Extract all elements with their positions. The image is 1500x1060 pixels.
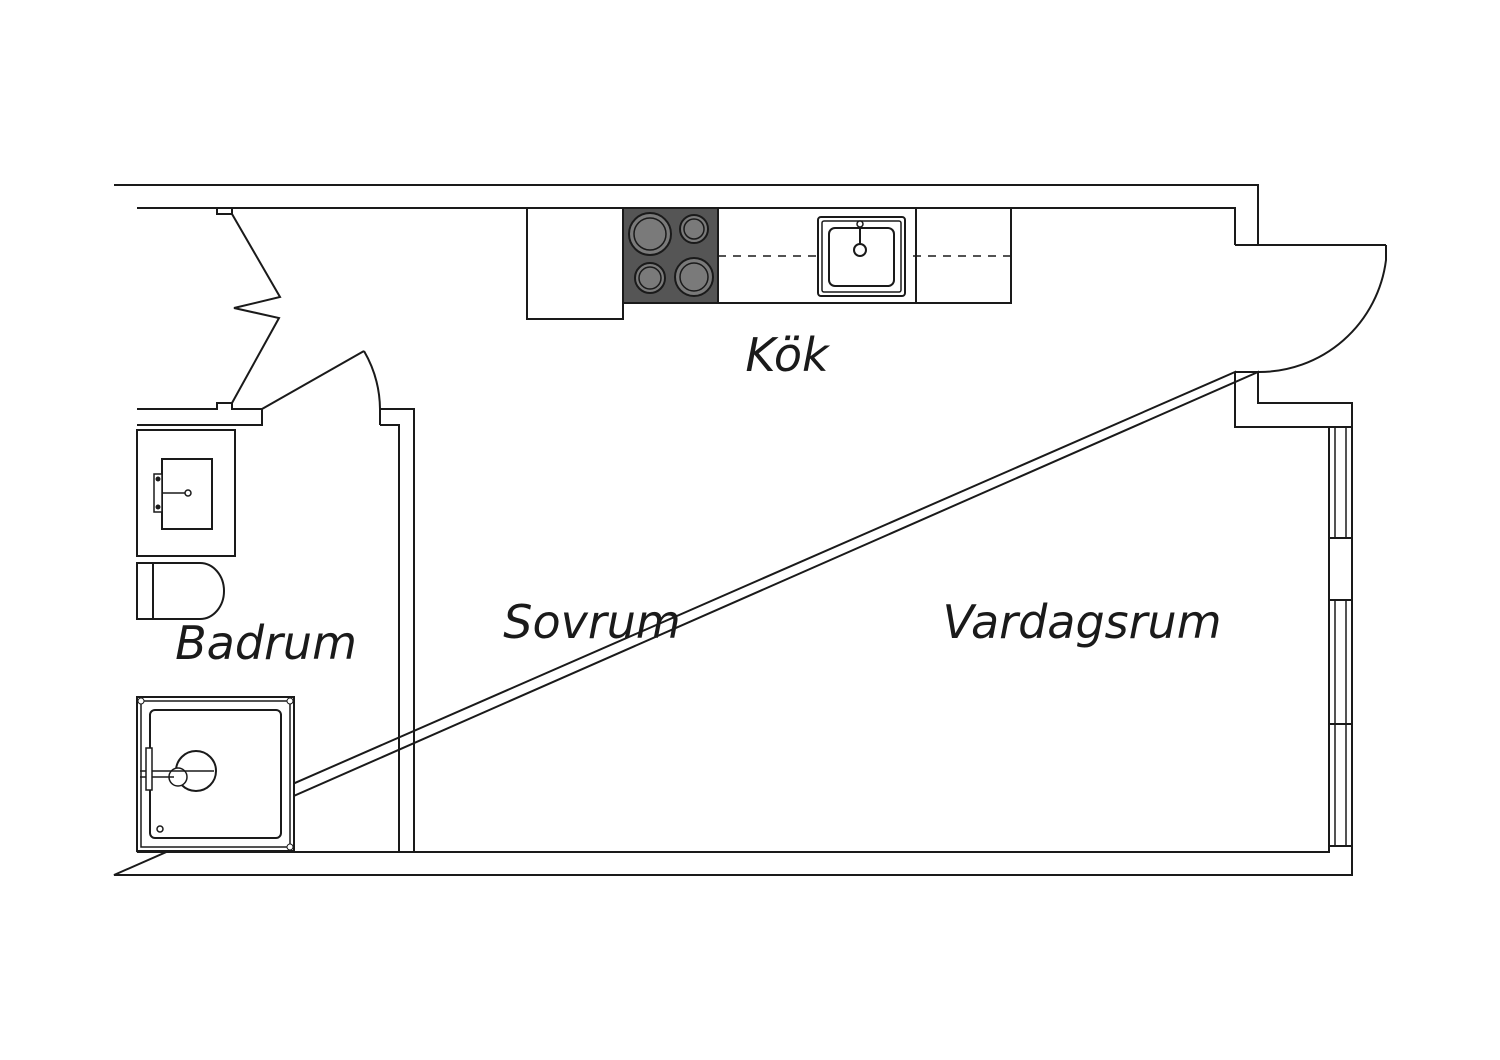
exterior-walls xyxy=(113,184,1353,876)
entrance-door xyxy=(1235,244,1387,374)
room-label-bathroom: Badrum xyxy=(175,616,357,670)
inner-wall-outline xyxy=(136,207,1330,853)
room-label-kitchen: Kök xyxy=(745,328,831,382)
closet-bifold-door xyxy=(231,213,282,404)
kitchen-counter xyxy=(526,207,1012,320)
toilet xyxy=(136,562,225,620)
kitchen-sink xyxy=(817,216,906,297)
shower xyxy=(136,696,295,852)
windows xyxy=(1328,426,1353,847)
stove xyxy=(622,207,719,304)
bathroom-sink xyxy=(136,429,236,557)
room-label-living-room: Vardagsrum xyxy=(942,595,1221,649)
room-label-bedroom: Sovrum xyxy=(503,595,680,649)
bathroom-door xyxy=(261,350,381,410)
closet-top-jamb xyxy=(216,208,233,215)
bathroom-walls xyxy=(137,408,415,852)
closet-wall xyxy=(137,402,263,425)
bathroom-partition xyxy=(137,408,415,852)
closet xyxy=(137,208,282,425)
